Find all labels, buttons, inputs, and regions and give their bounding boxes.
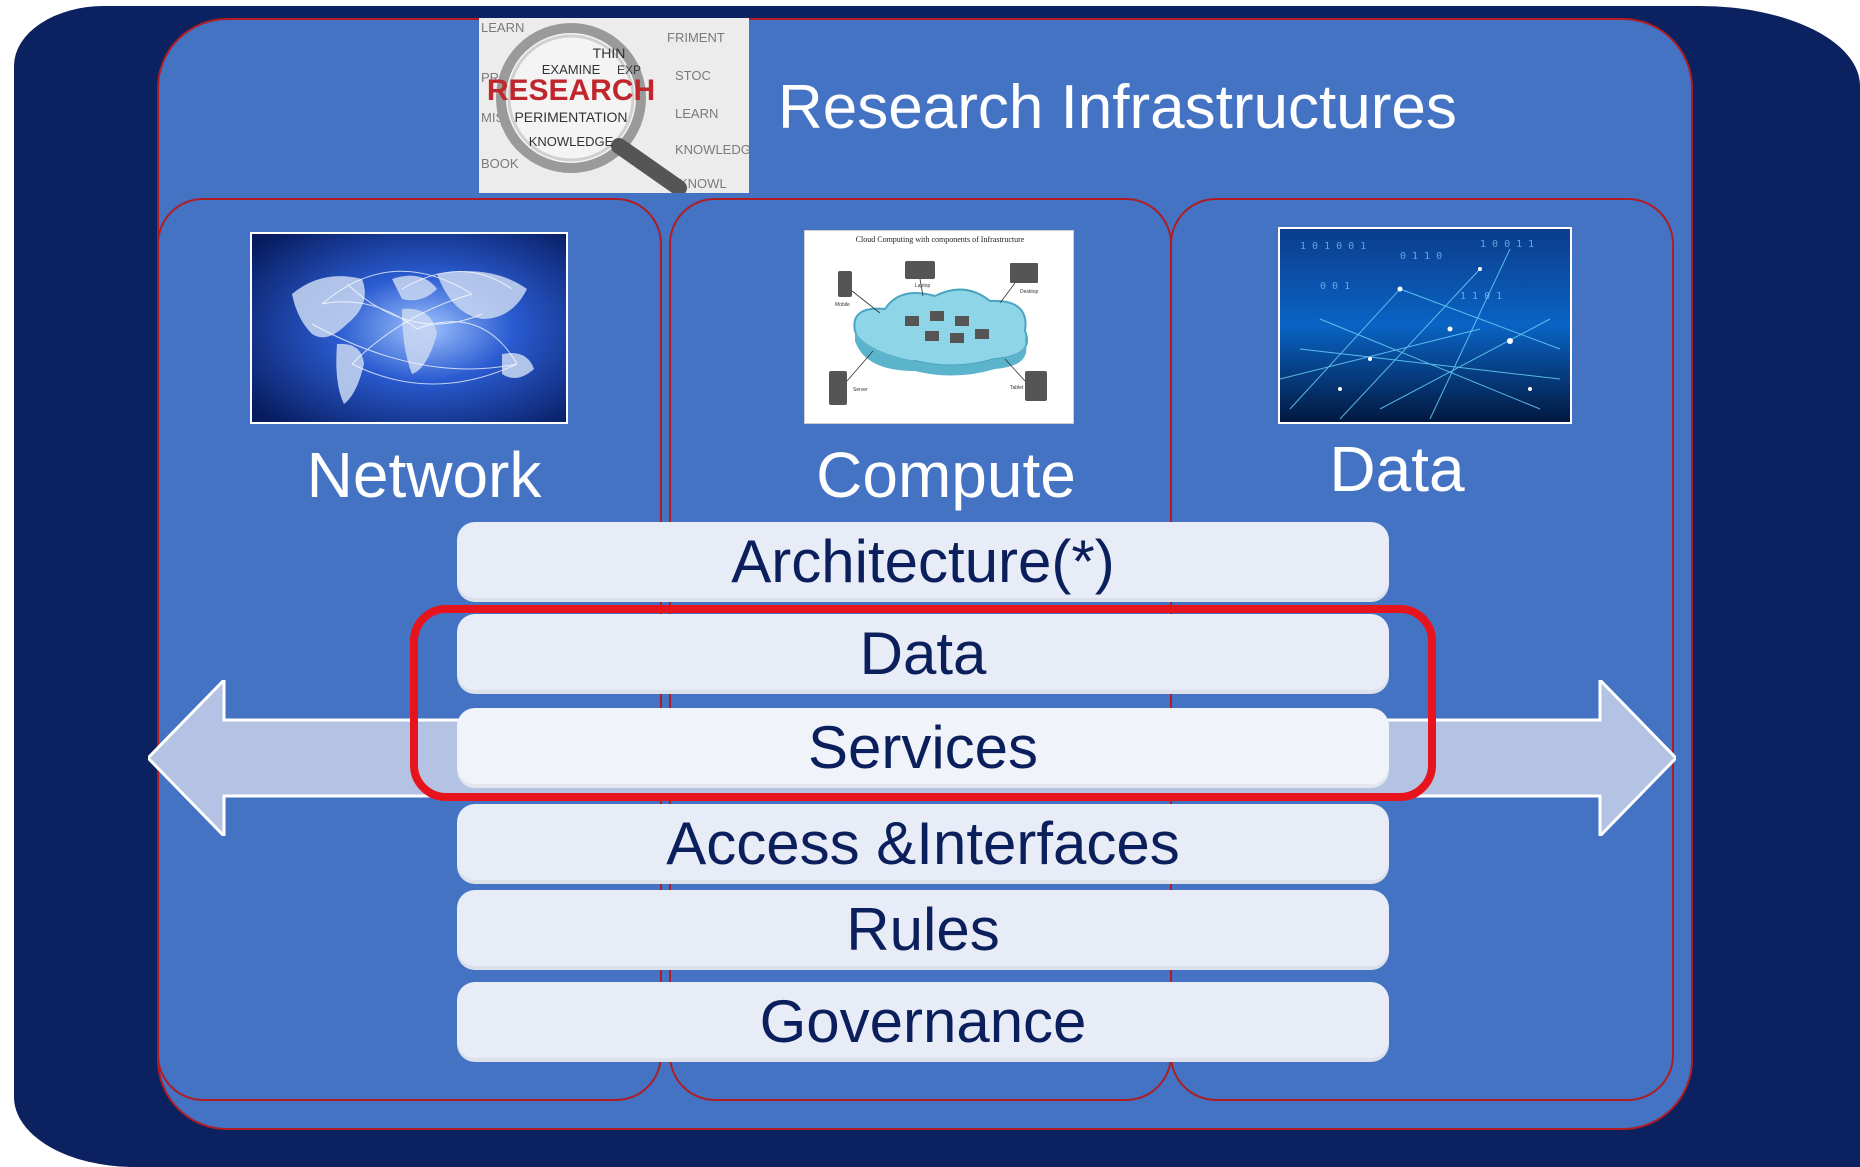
research-word: KNOWLEDGE bbox=[675, 142, 749, 157]
layer-services: Services bbox=[457, 708, 1389, 788]
research-word: KNOWLEDGE bbox=[529, 134, 614, 149]
svg-text:1 1 0 1: 1 1 0 1 bbox=[1460, 291, 1502, 302]
svg-text:1 0 0 1 1: 1 0 0 1 1 bbox=[1480, 239, 1534, 250]
research-word: FRIMENT bbox=[667, 30, 725, 45]
research-word: BOOK bbox=[481, 156, 519, 171]
column-label-compute: Compute bbox=[816, 439, 1076, 511]
svg-text:0 0 1: 0 0 1 bbox=[1320, 281, 1350, 292]
column-label-network: Network bbox=[306, 439, 542, 511]
layer-data: Data bbox=[457, 614, 1389, 694]
cloud-computing-image: Cloud Computing with components of Infra… bbox=[804, 230, 1074, 424]
svg-text:0 1 1 0: 0 1 1 0 bbox=[1400, 251, 1442, 262]
highlight-box bbox=[410, 605, 1436, 801]
compute-caption: Cloud Computing with components of Infra… bbox=[856, 235, 1025, 244]
layer-access-interfaces: Access &Interfaces bbox=[457, 804, 1389, 884]
research-word: EXAMINE bbox=[542, 62, 601, 77]
world-network-image bbox=[250, 232, 568, 424]
research-word-main: RESEARCH bbox=[487, 74, 655, 107]
device-label: Laptop bbox=[915, 283, 931, 289]
research-magnifier-image: LEARN FRIMENT STOC BOOK KNOWL LEARN KNOW… bbox=[479, 18, 749, 193]
research-word: THIN bbox=[593, 45, 626, 61]
research-word: LEARN bbox=[481, 20, 524, 35]
research-word: STOC bbox=[675, 68, 711, 83]
research-word: PERIMENTATION bbox=[514, 109, 627, 125]
device-label: Desktop bbox=[1020, 289, 1039, 295]
layer-architecture: Architecture(*) bbox=[457, 522, 1389, 602]
device-label: Server bbox=[853, 387, 868, 393]
digital-data-image: 1 0 1 0 0 1 0 1 1 0 1 0 0 1 1 0 0 1 1 1 … bbox=[1278, 227, 1572, 424]
layer-governance: Governance bbox=[457, 982, 1389, 1062]
layer-rules: Rules bbox=[457, 890, 1389, 970]
research-word: KNOWL bbox=[679, 176, 727, 191]
research-word: EXP bbox=[617, 63, 641, 77]
page-title: Research Infrastructures bbox=[778, 73, 1457, 142]
research-word: LEARN bbox=[675, 106, 718, 121]
svg-text:1 0 1 0 0 1: 1 0 1 0 0 1 bbox=[1300, 241, 1366, 252]
device-label: Tablet bbox=[1010, 385, 1024, 391]
column-label-data: Data bbox=[1329, 433, 1465, 505]
device-label: Mobile bbox=[835, 302, 850, 308]
